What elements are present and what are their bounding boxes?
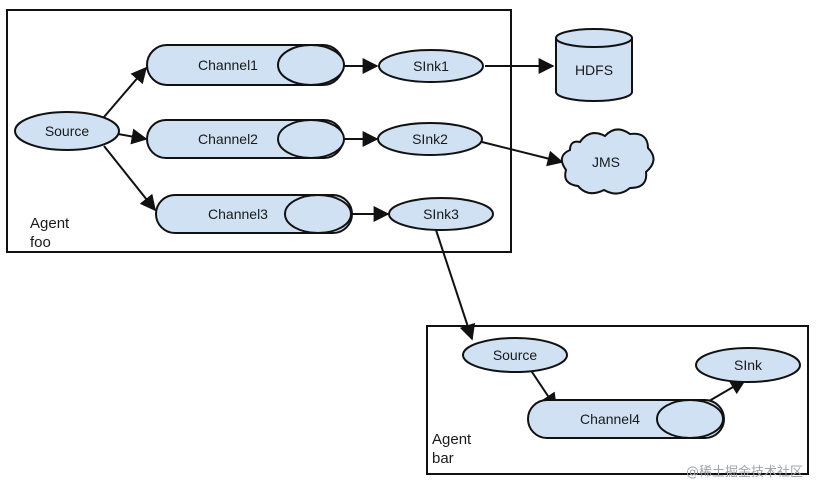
- channel3-node: Channel3: [155, 194, 353, 234]
- agent-foo-label-line2: foo: [30, 234, 51, 251]
- sink-bar-node: SInk: [695, 347, 801, 383]
- channel1-label: Channel1: [198, 57, 258, 73]
- edge-source-channel2: [117, 128, 148, 145]
- edge-source-channel1: [103, 66, 148, 118]
- edge-sink2-jms: [481, 141, 564, 167]
- source-foo-node: Source: [14, 111, 120, 151]
- channel2-label: Channel2: [198, 131, 258, 147]
- agent-foo-box: [6, 9, 512, 253]
- sink2-node: SInk2: [377, 122, 483, 156]
- channel1-node: Channel1: [146, 44, 345, 86]
- jms-label: JMS: [592, 154, 620, 170]
- sink3-label: SInk3: [423, 206, 459, 222]
- sink-bar-label: SInk: [734, 357, 763, 373]
- jms-cloud: JMS: [560, 128, 655, 195]
- channel3-label: Channel3: [208, 206, 268, 222]
- source-foo-label: Source: [45, 123, 90, 139]
- agent-foo-label-line1: Agent: [30, 215, 70, 232]
- sink1-label: SInk1: [413, 58, 449, 74]
- edge-sink3-sourcebar: [435, 229, 476, 341]
- sink3-node: SInk3: [388, 197, 494, 231]
- agent-bar-box: [426, 325, 809, 475]
- hdfs-cylinder: HDFS: [555, 28, 633, 102]
- edge-source-channel3: [103, 145, 156, 212]
- agent-bar-label-line2: bar: [432, 450, 454, 467]
- channel2-node: Channel2: [146, 119, 345, 159]
- sink1-node: SInk1: [378, 49, 484, 83]
- channel4-label: Channel4: [580, 411, 640, 427]
- watermark-text: @稀土掘金技术社区: [686, 464, 803, 480]
- source-bar-node: Source: [462, 337, 568, 373]
- source-bar-label: Source: [493, 347, 538, 363]
- hdfs-label: HDFS: [575, 62, 613, 78]
- channel4-node: Channel4: [527, 399, 725, 439]
- edges: [103, 58, 747, 410]
- agent-bar-label-line1: Agent: [432, 431, 472, 448]
- sink2-label: SInk2: [412, 131, 448, 147]
